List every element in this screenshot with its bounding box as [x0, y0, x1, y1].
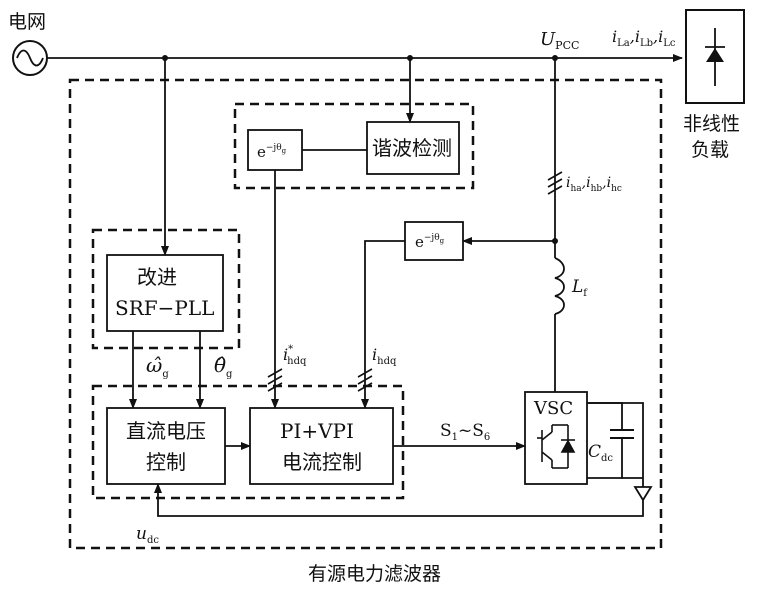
comp-current-label: iha,ihb,ihc — [566, 175, 622, 194]
harmonic-detect-label: 谐波检测 — [372, 136, 452, 160]
harmonic-group-box — [233, 102, 475, 190]
grid-label: 电网 — [8, 11, 46, 33]
load-current-label: iLa,iLb,iLc — [612, 27, 676, 49]
ihdq-ref-label: i*hdq — [283, 344, 307, 367]
pll-label-2: SRF−PLL — [115, 296, 214, 320]
switches-label: S1~S6 — [440, 421, 490, 443]
pll-block — [106, 254, 224, 332]
pll-label-1: 改进 — [137, 265, 177, 289]
apf-label: 有源电力滤波器 — [308, 563, 441, 585]
pll-group-box — [91, 228, 241, 350]
igbt-icon — [537, 424, 576, 469]
load-label-2: 负载 — [691, 139, 729, 161]
inductor-icon — [554, 257, 565, 315]
harmonic-detect-block — [366, 121, 460, 175]
vsc-label: VSC — [533, 398, 573, 419]
rotation-block-1-label: e−jθg — [257, 143, 287, 161]
load-label-1: 非线性 — [683, 113, 740, 135]
theta-label: θ̂g — [214, 353, 233, 380]
upcc-label: UPCC — [540, 29, 579, 52]
dc-ctrl-label-2: 控制 — [146, 450, 186, 474]
control-group-box — [91, 384, 405, 500]
pi-label-2: 电流控制 — [282, 450, 362, 474]
lf-label: Lf — [571, 277, 588, 299]
rotation-block-2-label: e−jθg — [415, 233, 445, 251]
rotation-block-1 — [247, 129, 303, 171]
rotation-block-2 — [404, 221, 464, 261]
diode-icon — [706, 48, 724, 62]
ihdq-label: ihdq — [372, 345, 397, 367]
dc-ctrl-label-1: 直流电压 — [126, 419, 206, 443]
omega-label: ω̂g — [146, 353, 169, 380]
udc-label: udc — [136, 524, 159, 546]
pi-label-1: PI+VPI — [280, 419, 354, 443]
cdc-label: Cdc — [588, 442, 613, 464]
voltage-sensor-icon — [633, 486, 653, 502]
apf-outer-box — [68, 78, 663, 550]
